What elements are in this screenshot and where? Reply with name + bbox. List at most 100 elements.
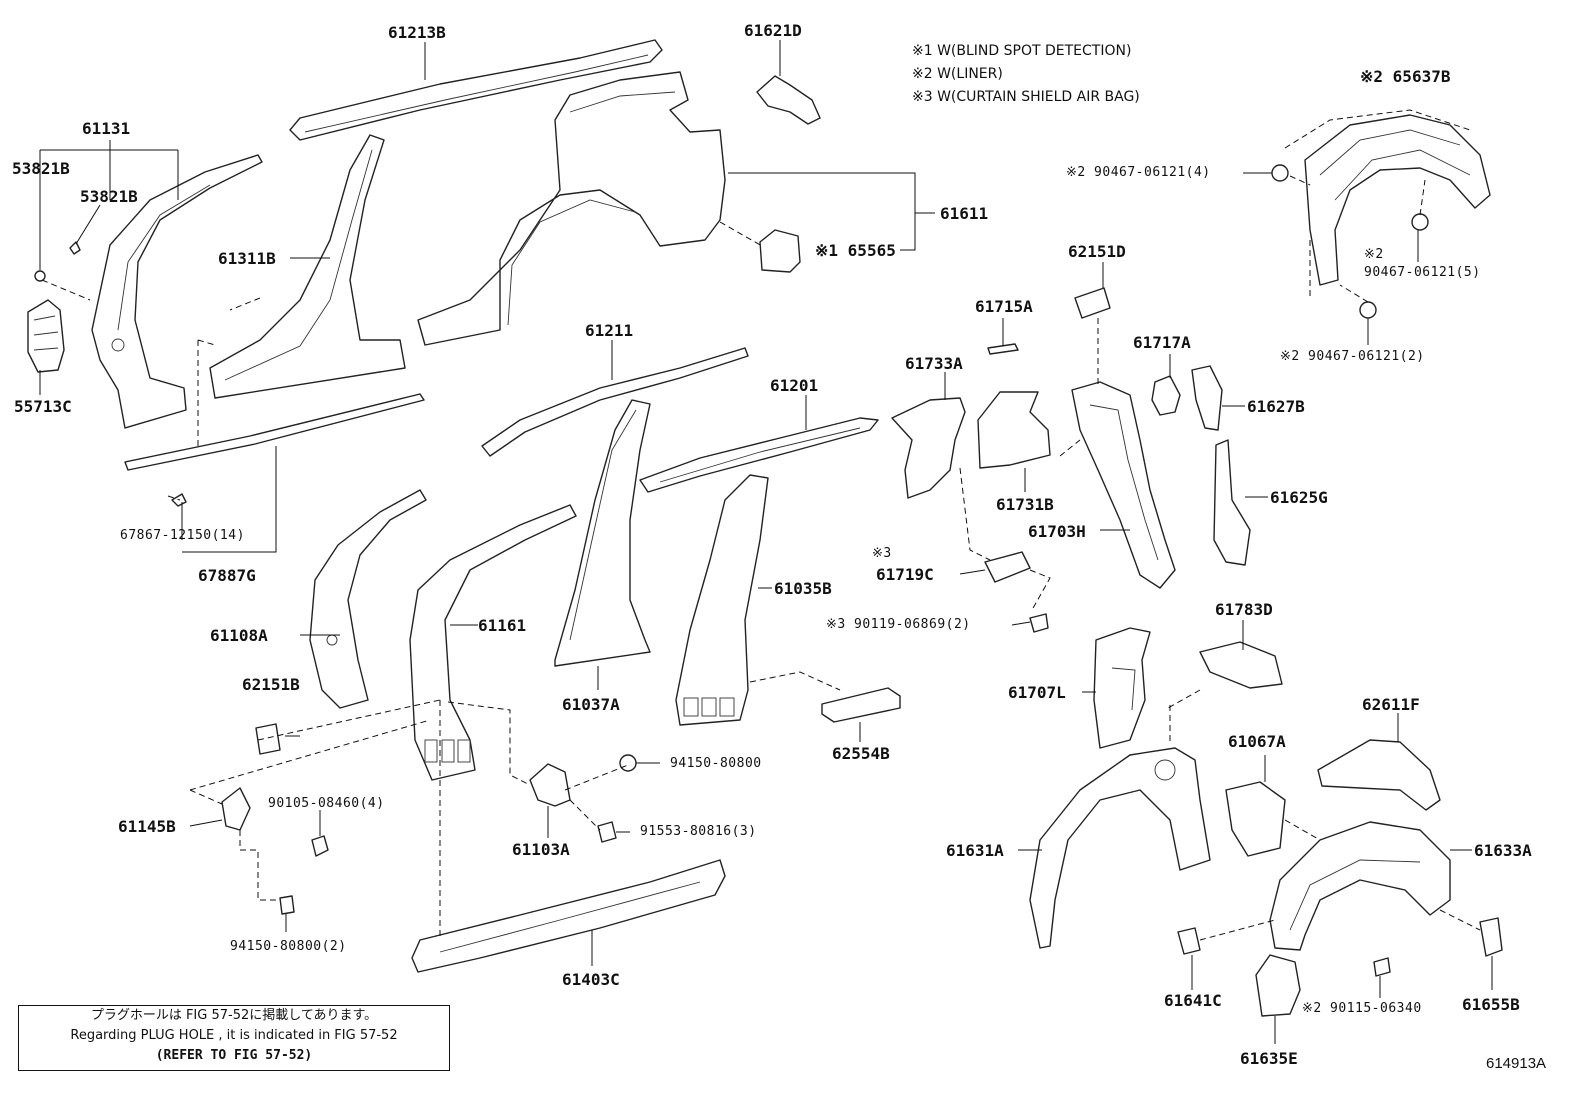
part-90467-2 bbox=[1359, 301, 1377, 319]
part-61035B bbox=[675, 474, 769, 726]
label-61631A: 61631A bbox=[946, 841, 1004, 860]
label-61131: 61131 bbox=[82, 119, 131, 138]
part-61655B bbox=[1479, 917, 1503, 957]
part-61213B bbox=[289, 39, 663, 141]
reference-line-refer: (REFER TO FIG 57-52) bbox=[155, 1048, 313, 1063]
reference-line-jp: プラグホールは FIG 57-52に掲載してあります。 bbox=[90, 1008, 378, 1023]
label-62151D: 62151D bbox=[1068, 242, 1126, 261]
label-61161: 61161 bbox=[478, 616, 527, 635]
label-61621D: 61621D bbox=[744, 21, 802, 40]
label-61067A: 61067A bbox=[1228, 732, 1286, 751]
part-62611F bbox=[1317, 739, 1441, 811]
label-61635E: 61635E bbox=[1240, 1049, 1298, 1068]
label-61633A: 61633A bbox=[1474, 841, 1532, 860]
part-53821B-b bbox=[69, 241, 81, 255]
note-3: ※3 W(CURTAIN SHIELD AIR BAG) bbox=[912, 89, 1140, 105]
part-61635E bbox=[1255, 954, 1301, 1017]
label-61403C: 61403C bbox=[562, 970, 620, 989]
part-61633A bbox=[1269, 821, 1451, 951]
label-94150-b: 94150-80800(2) bbox=[230, 939, 347, 954]
label-55713C: 55713C bbox=[14, 397, 72, 416]
label-90467-4: ※2 90467-06121(4) bbox=[1066, 165, 1211, 180]
part-61715A bbox=[987, 343, 1019, 355]
part-61201 bbox=[639, 417, 879, 493]
part-90119 bbox=[1029, 613, 1049, 633]
part-61707L bbox=[1093, 627, 1151, 749]
part-61103A bbox=[529, 763, 571, 807]
note-2: ※2 W(LINER) bbox=[912, 66, 1003, 82]
label-90467-2: ※2 90467-06121(2) bbox=[1280, 349, 1425, 364]
reference-box: プラグホールは FIG 57-52に掲載してあります。 Regarding PL… bbox=[18, 1005, 450, 1071]
label-61703H: 61703H bbox=[1028, 522, 1086, 541]
label-61783D: 61783D bbox=[1215, 600, 1273, 619]
part-61641C bbox=[1177, 927, 1201, 955]
part-55713C bbox=[27, 299, 65, 373]
part-90467-5 bbox=[1411, 213, 1429, 231]
label-90467-5-mark: ※2 bbox=[1364, 247, 1384, 262]
part-61611 bbox=[417, 71, 726, 346]
part-61403C bbox=[411, 859, 726, 973]
label-90105: 90105-08460(4) bbox=[268, 796, 385, 811]
label-67887G: 67887G bbox=[198, 566, 256, 585]
label-53821B-b: 53821B bbox=[80, 187, 138, 206]
label-61201: 61201 bbox=[770, 376, 819, 395]
label-61211: 61211 bbox=[585, 321, 634, 340]
label-61717A: 61717A bbox=[1133, 333, 1191, 352]
part-61145B bbox=[221, 787, 251, 831]
label-61641C: 61641C bbox=[1164, 991, 1222, 1010]
part-61733A bbox=[891, 397, 966, 499]
label-61707L: 61707L bbox=[1008, 683, 1066, 702]
part-65565 bbox=[759, 229, 801, 273]
part-61311B bbox=[209, 134, 406, 399]
label-62554B: 62554B bbox=[832, 744, 890, 763]
part-61211 bbox=[481, 347, 749, 457]
part-91553 bbox=[597, 821, 617, 843]
label-61145B: 61145B bbox=[118, 817, 176, 836]
reference-line-en: Regarding PLUG HOLE , it is indicated in… bbox=[70, 1028, 398, 1043]
label-61627B: 61627B bbox=[1247, 397, 1305, 416]
part-94150-b bbox=[279, 895, 295, 915]
label-91553: 91553-80816(3) bbox=[640, 824, 757, 839]
label-61037A: 61037A bbox=[562, 695, 620, 714]
label-61731B: 61731B bbox=[996, 495, 1054, 514]
part-61719C bbox=[984, 551, 1031, 583]
label-61655B: 61655B bbox=[1462, 995, 1520, 1014]
part-61067A bbox=[1225, 781, 1286, 857]
label-61719C: 61719C bbox=[876, 565, 934, 584]
part-62554B bbox=[821, 687, 901, 723]
label-61035B: 61035B bbox=[774, 579, 832, 598]
illustration-number: 614913A bbox=[1486, 1055, 1547, 1072]
label-61213B: 61213B bbox=[388, 23, 446, 42]
label-61625G: 61625G bbox=[1270, 488, 1328, 507]
part-61037A bbox=[554, 399, 651, 667]
label-65637B: ※2 65637B bbox=[1360, 67, 1451, 86]
label-65565: ※1 65565 bbox=[815, 241, 896, 260]
part-61625G bbox=[1213, 439, 1251, 566]
part-62151D bbox=[1074, 287, 1111, 319]
part-61108A bbox=[309, 489, 427, 709]
label-62611F: 62611F bbox=[1362, 695, 1420, 714]
part-94150-a bbox=[619, 754, 637, 772]
part-61621D bbox=[756, 75, 821, 125]
part-53821B-a bbox=[34, 270, 46, 282]
label-61733A: 61733A bbox=[905, 354, 963, 373]
part-90467-4 bbox=[1271, 164, 1289, 182]
label-61719C-mark: ※3 bbox=[872, 546, 892, 561]
part-61731B bbox=[977, 391, 1051, 469]
label-90115: ※2 90115-06340 bbox=[1302, 1001, 1422, 1016]
label-62151B: 62151B bbox=[242, 675, 300, 694]
part-61161 bbox=[409, 504, 577, 781]
part-90105 bbox=[311, 835, 329, 857]
label-90467-5: 90467-06121(5) bbox=[1364, 265, 1481, 280]
label-61611: 61611 bbox=[940, 204, 989, 223]
part-62151B bbox=[255, 723, 281, 755]
label-94150-a: 94150-80800 bbox=[670, 756, 762, 771]
part-90115 bbox=[1373, 957, 1391, 977]
label-61103A: 61103A bbox=[512, 840, 570, 859]
label-61715A: 61715A bbox=[975, 297, 1033, 316]
label-53821B-a: 53821B bbox=[12, 159, 70, 178]
label-67867: 67867-12150(14) bbox=[120, 528, 245, 543]
part-61717A bbox=[1151, 375, 1181, 416]
